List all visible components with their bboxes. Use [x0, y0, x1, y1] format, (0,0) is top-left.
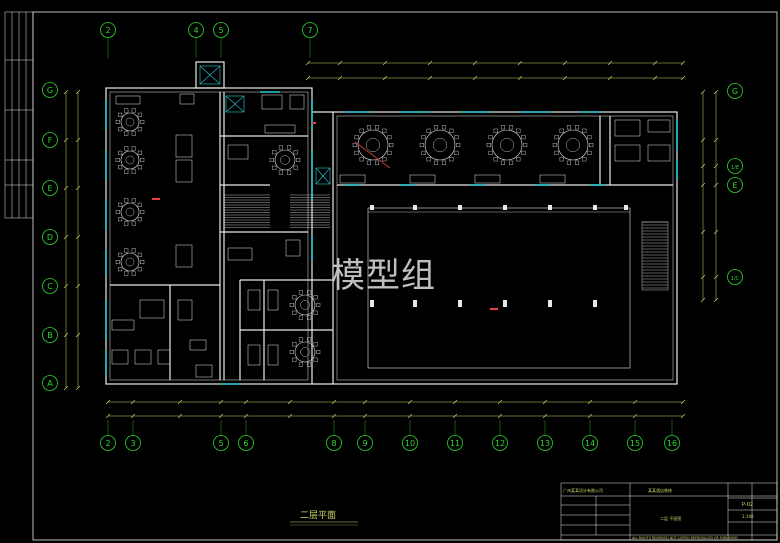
building-walls — [105, 61, 678, 385]
windows — [105, 91, 678, 385]
sheet-border — [32, 11, 778, 541]
svg-text:13: 13 — [540, 439, 550, 448]
grid-bubble-right-3: 1/C — [727, 269, 743, 285]
round-table — [352, 125, 394, 165]
dimension-ticks — [63, 60, 719, 419]
grid-bubbles: 2 4 5 7 2 3 5 6 8 9 10 11 12 13 14 15 16 G F E D C B A G 1/E E 1/C — [42, 22, 743, 451]
svg-text:1/E: 1/E — [731, 165, 739, 171]
svg-text:2: 2 — [105, 439, 110, 448]
svg-text:10: 10 — [405, 439, 415, 448]
svg-text:14: 14 — [585, 439, 595, 448]
grid-leaders — [107, 38, 673, 435]
room-labels — [152, 122, 498, 310]
grid-bubble-bottom-16: 16 — [664, 435, 680, 451]
grid-bubble-bottom-3: 3 — [125, 435, 141, 451]
svg-text:1/C: 1/C — [731, 276, 740, 282]
svg-text:16: 16 — [667, 439, 677, 448]
round-table — [419, 125, 461, 165]
svg-text:3: 3 — [130, 439, 135, 448]
svg-text:8: 8 — [331, 439, 336, 448]
grid-bubble-left-F: F — [42, 132, 58, 148]
grid-bubble-top-5: 5 — [213, 22, 229, 38]
watermark-text: 模型组 — [331, 256, 436, 296]
banquet-hall-outline — [367, 207, 631, 369]
svg-text:5: 5 — [218, 26, 223, 35]
svg-text:F: F — [48, 136, 53, 145]
rect-tables — [111, 93, 671, 378]
round-table — [115, 146, 145, 174]
grid-bubble-right-0: G — [727, 83, 743, 99]
grid-bubble-bottom-8: 8 — [326, 435, 342, 451]
grid-bubble-top-4: 4 — [188, 22, 204, 38]
round-table — [486, 125, 528, 165]
round-tables — [115, 108, 594, 367]
grid-bubble-right-2: E — [727, 177, 743, 193]
grid-bubble-bottom-12: 12 — [492, 435, 508, 451]
hall-columns — [370, 205, 628, 307]
svg-text:7: 7 — [307, 26, 312, 35]
title-scale: 1:100 — [742, 514, 754, 519]
svg-text:6: 6 — [243, 439, 248, 448]
grid-bubble-top-7: 7 — [302, 22, 318, 38]
svg-text:B: B — [47, 331, 53, 340]
grid-bubble-bottom-9: 9 — [357, 435, 373, 451]
title-note: ALL RIGHTS RESERVED NOT COPIED REPRODUCE… — [632, 536, 738, 540]
grid-bubble-right-1: 1/E — [727, 158, 743, 174]
floor-title: 二层平面 — [300, 511, 337, 521]
grid-bubble-bottom-6: 6 — [238, 435, 254, 451]
svg-text:A: A — [47, 379, 53, 388]
section-mark — [354, 141, 391, 169]
svg-text:G: G — [47, 86, 53, 95]
grid-bubble-left-C: C — [42, 278, 58, 294]
grid-bubble-left-E: E — [42, 180, 58, 196]
round-table — [115, 248, 145, 276]
grid-bubble-bottom-14: 14 — [582, 435, 598, 451]
title-number: P-02 — [742, 502, 753, 508]
grid-bubble-left-G: G — [42, 82, 58, 98]
svg-text:2: 2 — [105, 26, 110, 35]
svg-text:12: 12 — [495, 439, 505, 448]
svg-text:4: 4 — [193, 26, 198, 35]
elevator-shafts — [199, 65, 331, 185]
svg-text:9: 9 — [362, 439, 367, 448]
grid-bubble-bottom-5: 5 — [213, 435, 229, 451]
round-table — [289, 337, 321, 367]
left-strip — [4, 11, 34, 219]
grid-bubble-top-2: 2 — [100, 22, 116, 38]
title-company: 广州某某设计有限公司 — [563, 487, 603, 493]
svg-text:E: E — [47, 184, 52, 193]
grid-bubble-bottom-15: 15 — [627, 435, 643, 451]
svg-text:D: D — [47, 233, 53, 242]
dimension-lines — [65, 62, 717, 417]
round-table — [115, 108, 145, 136]
grid-bubble-bottom-11: 11 — [447, 435, 463, 451]
svg-text:5: 5 — [218, 439, 223, 448]
svg-text:11: 11 — [450, 439, 460, 448]
grid-bubble-bottom-13: 13 — [537, 435, 553, 451]
title-project: 某某酒店装修 — [648, 487, 672, 493]
round-table — [289, 290, 321, 320]
round-table — [115, 198, 145, 226]
svg-text:G: G — [732, 87, 738, 96]
grid-bubble-left-A: A — [42, 375, 58, 391]
svg-text:C: C — [47, 282, 53, 291]
title-block — [560, 482, 778, 541]
stairs — [224, 194, 669, 291]
grid-bubble-left-B: B — [42, 327, 58, 343]
title-drawing: 二层 平面图 — [660, 515, 681, 521]
grid-bubble-bottom-2: 2 — [100, 435, 116, 451]
round-table — [269, 145, 301, 175]
svg-text:15: 15 — [630, 439, 640, 448]
svg-text:E: E — [732, 181, 737, 190]
round-table — [552, 125, 594, 165]
grid-bubble-left-D: D — [42, 229, 58, 245]
grid-bubble-bottom-10: 10 — [402, 435, 418, 451]
